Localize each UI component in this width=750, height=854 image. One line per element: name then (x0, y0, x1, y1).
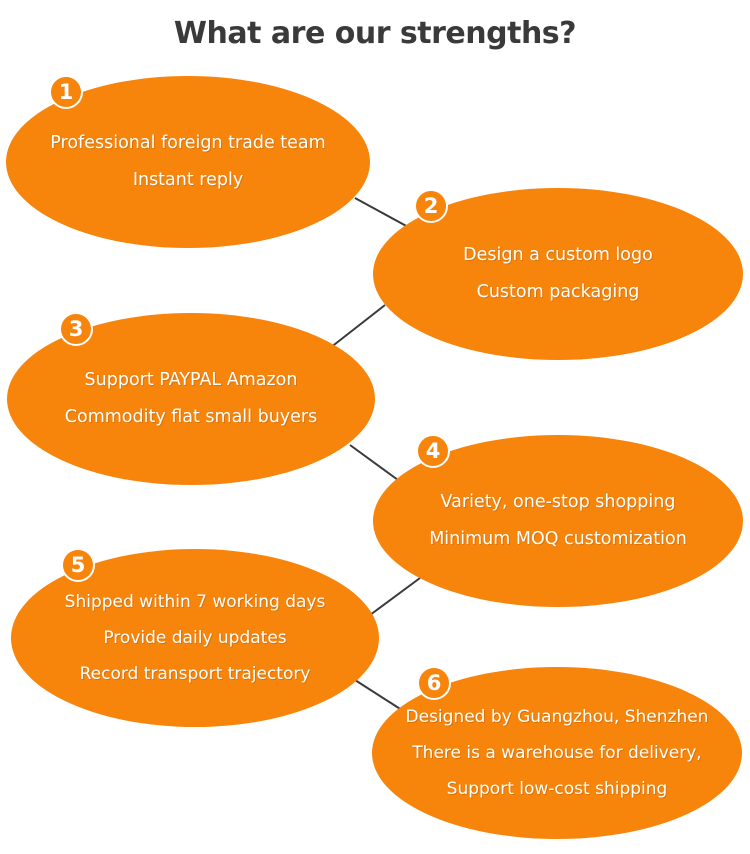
strength-oval-1: Professional foreign trade team Instant … (6, 76, 370, 248)
connector-5-6 (354, 679, 406, 713)
strength-4-line-2: Minimum MOQ customization (429, 529, 687, 549)
strength-oval-6: Designed by Guangzhou, Shenzhen There is… (372, 667, 742, 839)
strength-3-line-1: Support PAYPAL Amazon (84, 370, 298, 390)
strength-number-badge-2: 2 (414, 189, 448, 223)
strength-number-badge-6: 6 (417, 666, 451, 700)
connector-4-5 (369, 577, 421, 616)
connector-2-3 (329, 304, 386, 349)
strength-1-line-2: Instant reply (132, 170, 244, 190)
strength-4-line-1: Variety, one-stop shopping (440, 492, 676, 512)
strength-6-line-3: Support low-cost shipping (446, 779, 668, 799)
page-title: What are our strengths? (173, 16, 577, 51)
strength-5-line-1: Shipped within 7 working days (64, 592, 326, 612)
strength-5-line-2: Provide daily updates (103, 628, 287, 648)
strength-number-badge-1: 1 (49, 75, 83, 109)
strength-6-line-2: There is a warehouse for delivery, (412, 743, 702, 763)
strength-number-badge-5: 5 (61, 548, 95, 582)
strength-6-line-1: Designed by Guangzhou, Shenzhen (405, 707, 709, 727)
strength-2-line-2: Custom packaging (476, 282, 640, 302)
strength-5-line-3: Record transport trajectory (79, 664, 311, 684)
strength-number-badge-3: 3 (59, 312, 93, 346)
strength-1-line-1: Professional foreign trade team (50, 133, 326, 153)
strength-2-line-1: Design a custom logo (463, 245, 653, 265)
strength-number-badge-4: 4 (416, 434, 450, 468)
strength-3-line-2: Commodity flat small buyers (64, 407, 318, 427)
connector-1-2 (354, 197, 411, 229)
connector-3-4 (349, 444, 399, 481)
